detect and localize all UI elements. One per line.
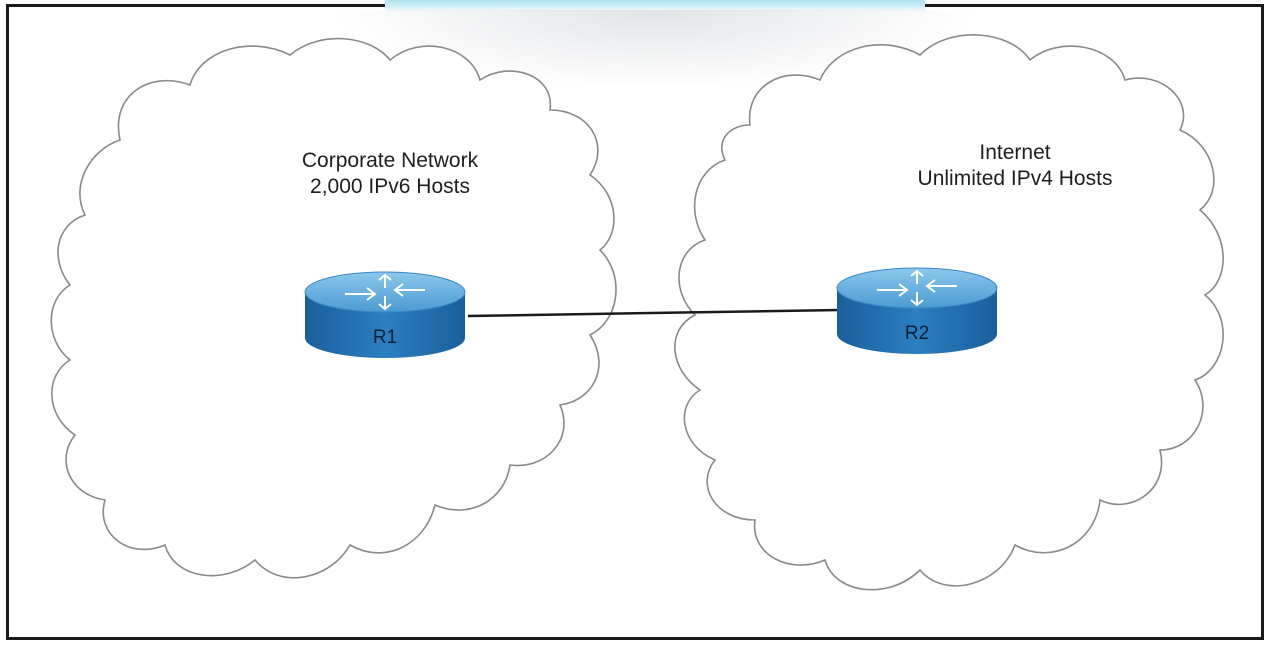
corporate-network-title: Corporate Network: [301, 149, 479, 172]
corporate-network-label: Corporate Network 2,000 IPv6 Hosts: [270, 148, 510, 200]
internet-label: Internet Unlimited IPv4 Hosts: [885, 140, 1145, 192]
router-icon: [304, 271, 466, 358]
router-r1-label: R1: [372, 327, 398, 348]
corporate-network-hosts: 2,000 IPv6 Hosts: [310, 175, 470, 198]
top-banner-strip: [385, 0, 925, 12]
internet-hosts: Unlimited IPv4 Hosts: [917, 167, 1113, 190]
r1-r2-link: [467, 308, 841, 318]
router-r2-label: R2: [904, 323, 930, 344]
router-icon: [836, 267, 998, 354]
internet-title: Internet: [979, 141, 1051, 164]
